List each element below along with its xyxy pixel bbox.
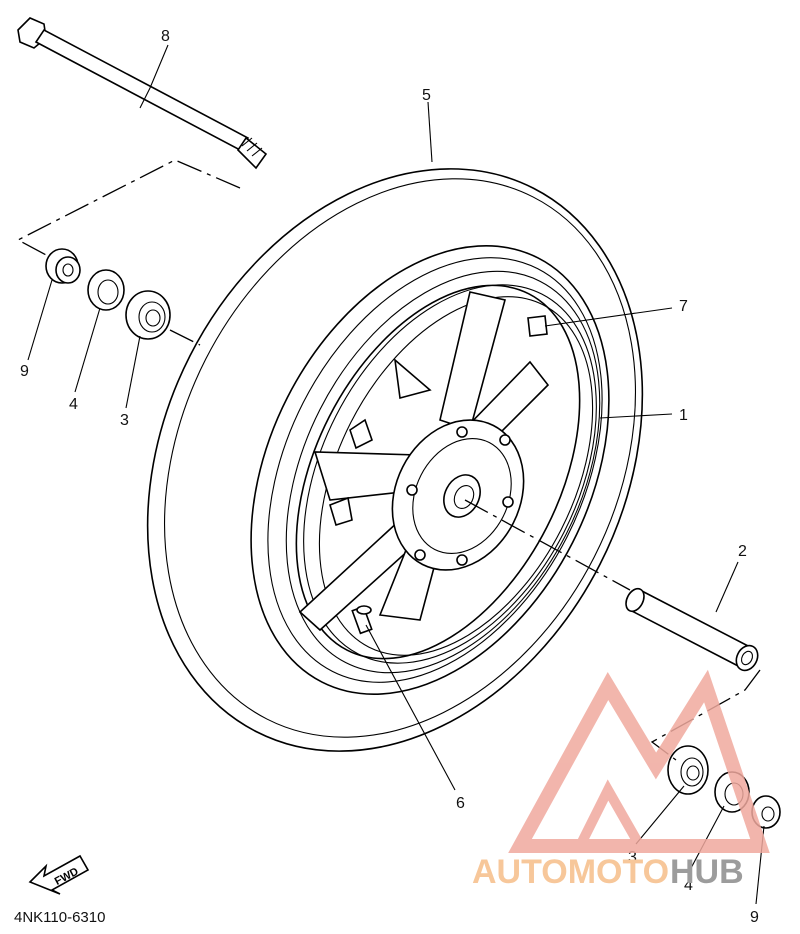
watermark-text-accent: HUB [670, 853, 744, 891]
callout-labels: 8 5 7 1 2 6 9 4 3 3 4 9 [20, 28, 759, 926]
diagram-part-code: 4NK110-6310 [14, 909, 105, 926]
callout-4-right: 4 [684, 877, 693, 894]
watermark-text-primary: AUTOMOTO [472, 853, 669, 891]
left-bearing [125, 290, 171, 340]
callout-9-right: 9 [750, 909, 759, 926]
callout-3-right: 3 [628, 849, 637, 866]
wheel-hub [391, 419, 525, 571]
callout-1: 1 [679, 407, 688, 424]
fwd-arrow-icon: FWD [28, 854, 90, 895]
callout-6: 6 [456, 795, 465, 812]
callout-7: 7 [679, 298, 688, 315]
watermark-triangle-inner [571, 779, 649, 851]
wheel-rim [267, 257, 603, 683]
callout-2: 2 [738, 543, 747, 560]
watermark-logo [508, 669, 770, 853]
callout-5: 5 [422, 87, 431, 104]
callout-8: 8 [161, 28, 170, 45]
left-oil-seal [87, 269, 125, 311]
wheel-collar [625, 587, 759, 672]
balance-weight [527, 315, 548, 337]
right-bearing [667, 745, 709, 795]
callout-4-left: 4 [69, 396, 78, 413]
callout-3-left: 3 [120, 412, 129, 429]
left-collar [45, 248, 81, 284]
watermark-triangle-icon [508, 669, 770, 853]
wheel-axle [17, 17, 268, 170]
callout-9-left: 9 [20, 363, 29, 380]
